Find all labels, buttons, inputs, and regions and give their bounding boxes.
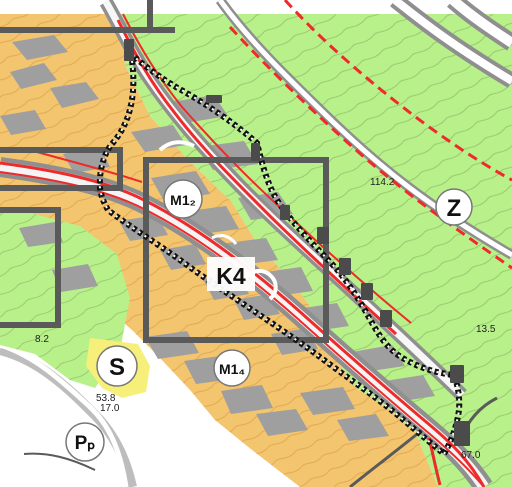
elevation-label: 53.8 bbox=[96, 393, 116, 404]
elevation-label: 114.2 bbox=[370, 177, 395, 188]
label-z-circle bbox=[435, 188, 473, 226]
label-k4-bg bbox=[207, 257, 255, 291]
label-s: S bbox=[96, 345, 138, 387]
zone-pp-label: Pₚ bbox=[75, 433, 96, 454]
elevation-label: 13.5 bbox=[476, 324, 496, 335]
zone-z-label: Z bbox=[447, 195, 462, 222]
map-small-labels: 114.2 13.5 8.2 53.8 17.0 67.0 bbox=[35, 177, 496, 461]
dotted-boundary bbox=[96, 51, 463, 459]
label-m14-circle bbox=[213, 349, 251, 387]
elevation-label: 8.2 bbox=[35, 334, 49, 345]
zone-k4-label: K4 bbox=[216, 263, 246, 289]
label-m12: M1₂ bbox=[163, 179, 203, 219]
label-k4: K4 bbox=[207, 257, 255, 291]
label-s-circle bbox=[96, 345, 138, 387]
elevation-label: 67.0 bbox=[461, 450, 481, 461]
zone-m12-label: M1₂ bbox=[170, 192, 196, 208]
label-m14: M1₄ bbox=[213, 349, 251, 387]
zone-s-label: S bbox=[109, 354, 125, 381]
zone-m14-label: M1₄ bbox=[219, 361, 245, 377]
curved-road-left-core bbox=[0, 342, 129, 487]
label-m12-circle bbox=[163, 179, 203, 219]
zone-label-group: Z M1₂ K4 M1₄ S Pₚ bbox=[65, 179, 473, 462]
label-pp-circle bbox=[65, 422, 105, 462]
label-z: Z bbox=[435, 188, 473, 226]
label-pp: Pₚ bbox=[65, 422, 105, 462]
elevation-label: 17.0 bbox=[100, 403, 120, 414]
boundary-markers bbox=[124, 39, 470, 446]
